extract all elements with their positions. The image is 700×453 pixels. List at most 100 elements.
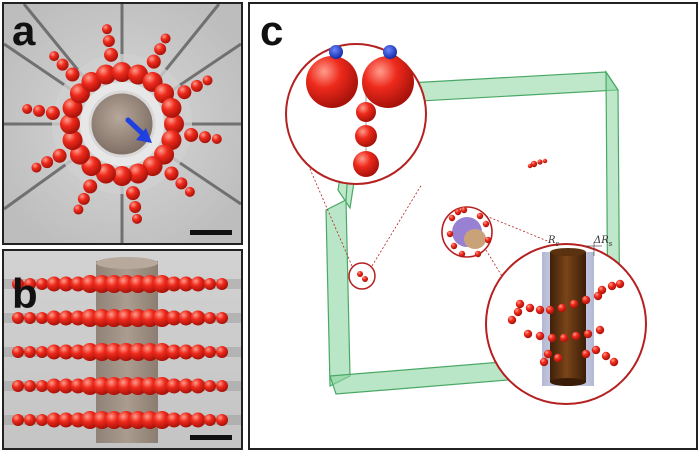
bead — [204, 414, 216, 426]
bead — [216, 346, 228, 358]
bead — [36, 380, 48, 392]
bead-chain-small — [527, 158, 548, 169]
bead — [583, 329, 593, 339]
bead — [56, 58, 69, 71]
bead — [177, 85, 192, 100]
bead — [547, 333, 557, 343]
bead — [12, 380, 24, 392]
arrow-icon — [125, 117, 152, 143]
scale-bar — [190, 435, 232, 440]
bead — [125, 186, 140, 201]
bead — [204, 380, 216, 392]
bead — [36, 312, 48, 324]
bead — [12, 414, 24, 426]
bead — [70, 378, 86, 394]
bead — [24, 380, 36, 392]
bead — [58, 344, 74, 360]
bead — [458, 250, 466, 258]
bead — [46, 378, 62, 394]
bead — [12, 346, 24, 358]
rod-radius-label: Rs — [548, 235, 560, 248]
bead — [178, 378, 194, 394]
bead — [178, 310, 194, 326]
bead — [166, 378, 182, 394]
bead — [216, 414, 228, 426]
bead — [70, 412, 86, 428]
bead — [543, 349, 553, 359]
magnifier-rod — [485, 242, 647, 405]
bead — [178, 412, 194, 428]
bead — [12, 312, 24, 324]
bead — [153, 411, 171, 429]
magnifier-small-left — [348, 262, 376, 290]
bead — [73, 204, 84, 215]
bead — [484, 236, 492, 244]
bead — [553, 353, 563, 363]
bead — [190, 344, 206, 360]
bead — [104, 47, 119, 62]
panel-label-c: c — [260, 7, 284, 54]
bead — [153, 377, 171, 395]
panel-a: a — [2, 2, 243, 245]
bead — [41, 156, 54, 169]
panel-a-image — [4, 4, 241, 243]
bead — [153, 275, 171, 293]
bead — [450, 242, 458, 250]
bead — [49, 51, 60, 62]
bead — [101, 24, 112, 35]
bead — [559, 333, 569, 343]
bead — [535, 331, 545, 341]
bead — [46, 310, 62, 326]
bead — [454, 208, 462, 216]
bead — [146, 54, 161, 69]
bead — [22, 103, 33, 114]
bead — [24, 414, 36, 426]
bead — [153, 309, 171, 327]
bead — [36, 278, 48, 290]
bead — [58, 310, 74, 326]
bead — [204, 278, 216, 290]
bead — [474, 250, 482, 258]
bead — [190, 276, 206, 292]
bead — [609, 357, 619, 367]
bead — [83, 179, 98, 194]
shell-thickness-label: ΔRs — [594, 235, 613, 248]
bead — [60, 114, 80, 134]
bead — [593, 291, 603, 301]
magnifier-trimer — [285, 43, 427, 185]
bead-rows — [12, 275, 228, 429]
bead — [601, 351, 611, 361]
bead — [65, 67, 80, 82]
bead-ring — [22, 24, 222, 224]
bead — [448, 214, 456, 222]
bead — [175, 177, 188, 190]
bead — [70, 276, 86, 292]
bead — [190, 378, 206, 394]
bead — [154, 43, 167, 56]
bead — [216, 312, 228, 324]
bead — [482, 220, 490, 228]
bead — [52, 148, 67, 163]
bead — [581, 349, 591, 359]
bead — [198, 131, 211, 144]
bead — [569, 299, 579, 309]
bead — [523, 329, 533, 339]
bead — [129, 200, 142, 213]
bead — [204, 312, 216, 324]
bead — [190, 310, 206, 326]
bead — [164, 114, 184, 134]
bead — [607, 281, 617, 291]
bead — [24, 346, 36, 358]
bead — [460, 206, 468, 214]
bead — [202, 75, 213, 86]
bead — [476, 212, 484, 220]
bead — [132, 213, 143, 224]
bead — [535, 305, 545, 315]
bead — [507, 315, 517, 325]
scale-bar — [190, 230, 232, 235]
bead — [184, 186, 195, 197]
bead — [184, 127, 199, 142]
bead — [557, 303, 567, 313]
bead — [77, 192, 90, 205]
bead — [513, 307, 523, 317]
